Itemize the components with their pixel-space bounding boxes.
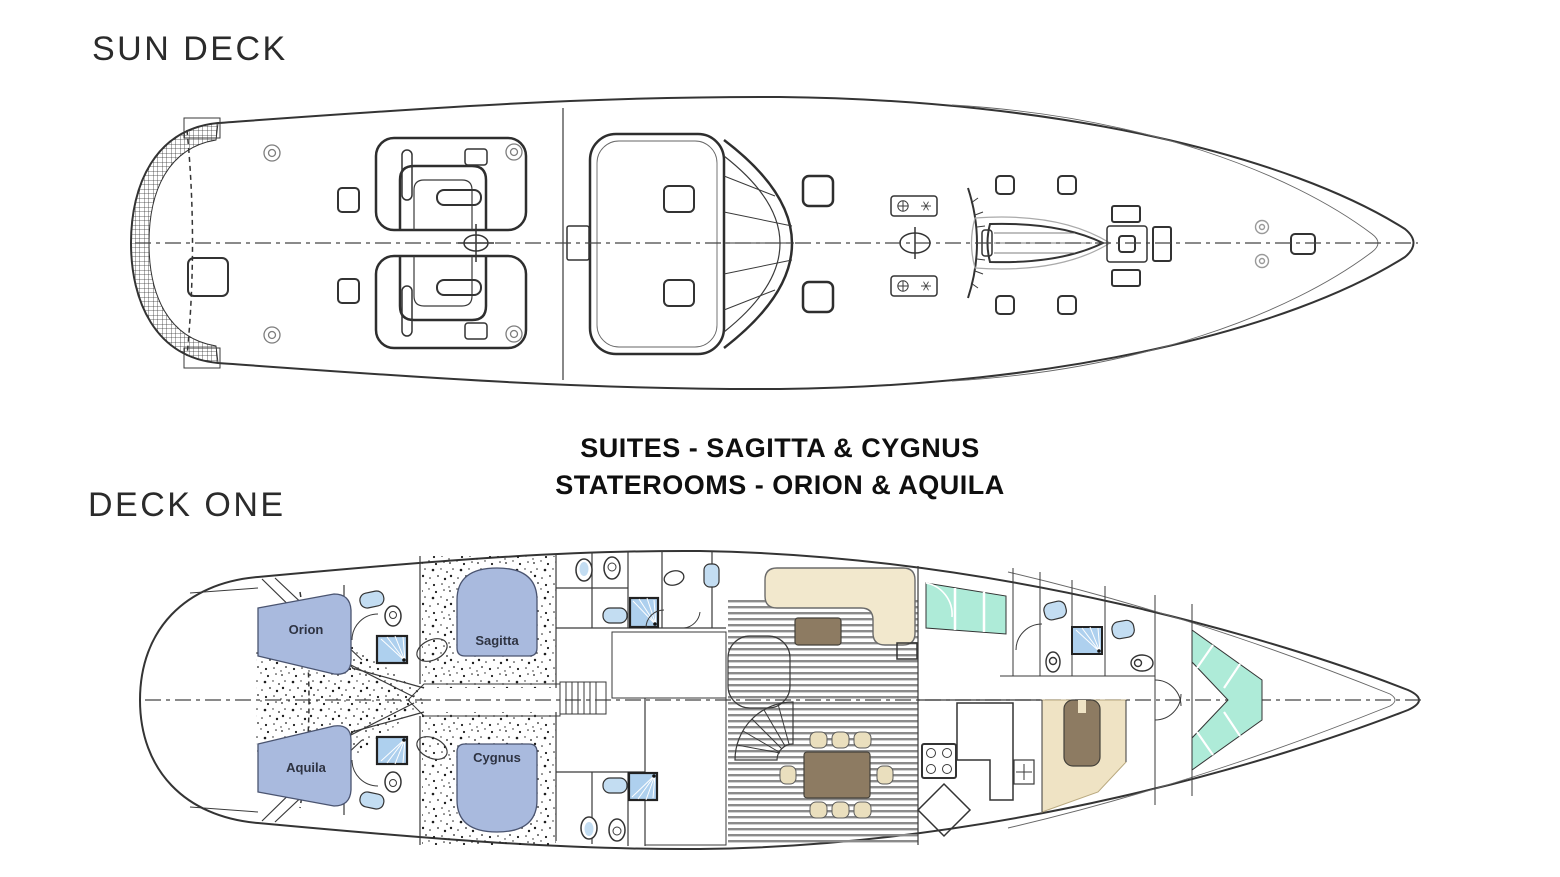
aft-stairs bbox=[559, 681, 607, 715]
galley-island bbox=[916, 782, 972, 838]
crew-toilets bbox=[1045, 651, 1154, 673]
settee-table bbox=[436, 189, 482, 206]
stern-hatch-corner-bottom bbox=[183, 347, 221, 369]
settee-side-pad bbox=[401, 285, 413, 337]
salon-windows bbox=[925, 582, 1007, 635]
winch-control-panel-starboard bbox=[890, 275, 938, 297]
sun-deck-plan bbox=[129, 95, 1418, 391]
dining-chairs bbox=[779, 731, 894, 819]
deckhouse-hatch bbox=[663, 185, 695, 213]
crew-shower bbox=[1071, 626, 1103, 655]
sink bbox=[359, 590, 385, 609]
sun-deck-title: SUN DECK bbox=[92, 30, 288, 68]
galley-box bbox=[1013, 759, 1035, 785]
sink bbox=[602, 607, 628, 624]
stove bbox=[921, 743, 957, 779]
aquila-bathroom bbox=[351, 735, 409, 810]
settee-group-port bbox=[374, 136, 528, 232]
deckhouse-hatch bbox=[663, 279, 695, 307]
transom-dashed-line bbox=[186, 129, 194, 357]
settee-corner-seat bbox=[464, 148, 488, 166]
transom-side-lockers bbox=[189, 587, 259, 813]
chaise-pouf bbox=[416, 638, 448, 662]
aquila-label: Aquila bbox=[286, 760, 326, 775]
settee-table bbox=[436, 279, 482, 296]
curved-staircase bbox=[734, 701, 794, 761]
midship-bathroom-top bbox=[575, 556, 720, 629]
sink bbox=[703, 563, 720, 588]
bow-cleat bbox=[1290, 233, 1316, 255]
stern-locker bbox=[187, 257, 229, 297]
corridor-arrow-lines bbox=[344, 661, 415, 739]
side-table bbox=[896, 642, 918, 660]
crew-quarters bbox=[1000, 568, 1193, 805]
galley bbox=[916, 566, 1042, 845]
sagitta-label: Sagitta bbox=[475, 633, 519, 648]
orion-label: Orion bbox=[289, 622, 324, 637]
winch-control-panel-port bbox=[890, 195, 938, 217]
orion-bathroom bbox=[351, 590, 409, 665]
deck-caption: SUITES - SAGITTA & CYGNUS STATEROOMS - O… bbox=[300, 430, 1260, 504]
deckhouse bbox=[588, 132, 726, 356]
aquila-bed bbox=[257, 725, 352, 807]
stern-crosshatch-platform bbox=[130, 122, 219, 364]
captain-cabin bbox=[1041, 699, 1127, 813]
toilet bbox=[608, 818, 626, 842]
toilet bbox=[384, 771, 402, 793]
sink bbox=[602, 777, 628, 794]
mast-step-assembly bbox=[1106, 205, 1172, 287]
dining-table bbox=[803, 751, 871, 799]
foredeck-hatches bbox=[801, 174, 1077, 315]
sink bbox=[663, 570, 685, 586]
aft-deck-hatches bbox=[337, 187, 360, 304]
settee-side-pad bbox=[401, 149, 413, 201]
deck-one-bulwark-inner-line bbox=[1007, 571, 1396, 829]
cygnus-label: Cygnus bbox=[473, 750, 521, 765]
stair-landing bbox=[727, 635, 791, 709]
chaise-pouf bbox=[416, 736, 448, 760]
settee-group-starboard bbox=[374, 254, 528, 350]
sink bbox=[359, 791, 385, 810]
settee-corner-seat bbox=[464, 322, 488, 340]
orion-bed bbox=[257, 593, 352, 675]
salon-sofa bbox=[764, 567, 916, 646]
toilet bbox=[384, 605, 402, 627]
deck-one-title: DECK ONE bbox=[88, 486, 286, 524]
deck-one-plan: Orion Aquila Sagitta Cygnus bbox=[138, 549, 1422, 851]
sagitta-bed bbox=[456, 567, 538, 657]
midship-bathroom-bottom bbox=[580, 771, 659, 842]
caption-line-staterooms: STATEROOMS - ORION & AQUILA bbox=[555, 470, 1005, 500]
tender-dinghy bbox=[970, 216, 1112, 270]
cygnus-bed bbox=[456, 743, 538, 833]
caption-line-suites: SUITES - SAGITTA & CYGNUS bbox=[580, 433, 980, 463]
toilet bbox=[603, 556, 621, 580]
stern-hatch-corner-top bbox=[183, 117, 221, 139]
coffee-table bbox=[794, 617, 842, 646]
crew-sinks bbox=[1043, 600, 1135, 640]
deck-fairlead-circles bbox=[263, 143, 523, 344]
bow-fairleads bbox=[1254, 219, 1270, 269]
bow-locker bbox=[1191, 629, 1263, 771]
